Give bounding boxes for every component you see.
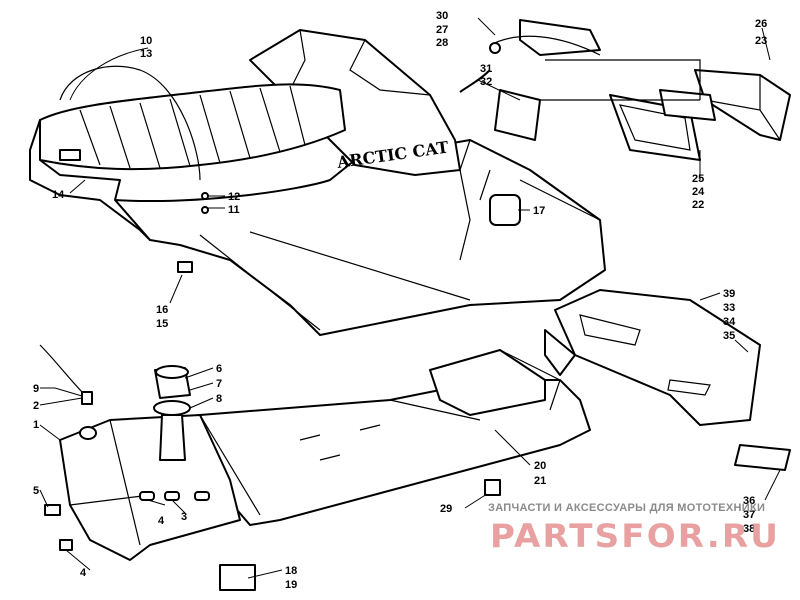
callout-6: 6 <box>216 363 222 375</box>
callout-21: 21 <box>534 475 546 487</box>
callout-8: 8 <box>216 393 222 405</box>
callout-12: 12 <box>228 191 240 203</box>
callout-20: 20 <box>534 460 546 472</box>
callout-15: 15 <box>156 318 168 330</box>
callout-37: 37 <box>743 509 755 521</box>
callout-7: 7 <box>216 378 222 390</box>
callout-10: 10 <box>140 35 152 47</box>
watermark-caption: ЗАПЧАСТИ И АКСЕССУАРЫ ДЛЯ МОТОТЕХНИКИ <box>488 502 766 514</box>
callout-1: 1 <box>33 419 39 431</box>
taillight-assembly <box>459 19 791 161</box>
callout-34: 34 <box>723 316 736 328</box>
callout-13: 13 <box>140 48 152 60</box>
callout-17: 17 <box>533 205 545 217</box>
callout-26: 26 <box>755 18 767 30</box>
callout-33: 33 <box>723 302 735 314</box>
callout-39: 39 <box>723 288 735 300</box>
callout-2: 2 <box>33 400 39 412</box>
callout-4-lower: 4 <box>80 567 87 579</box>
fuel-tank <box>39 344 501 591</box>
callout-19: 19 <box>285 579 297 591</box>
callout-24: 24 <box>692 186 705 198</box>
callout-4-upper: 4 <box>158 515 165 527</box>
callout-27: 27 <box>436 24 448 36</box>
watermark-logo-text: PARTSFOR.RU <box>490 517 780 555</box>
seat-cushion <box>29 65 346 241</box>
callout-23: 23 <box>755 35 767 47</box>
callout-14: 14 <box>52 189 65 201</box>
hood-assembly: ARCTIC CAT <box>114 29 606 336</box>
callout-32: 32 <box>480 76 492 88</box>
callout-29: 29 <box>440 503 452 515</box>
callout-5: 5 <box>33 485 39 497</box>
callout-28: 28 <box>436 37 448 49</box>
callout-38: 38 <box>743 523 755 535</box>
callout-35: 35 <box>723 330 735 342</box>
callout-3: 3 <box>181 511 187 523</box>
callout-22: 22 <box>692 199 704 211</box>
rear-console <box>544 289 791 471</box>
hood-hardware <box>59 149 521 273</box>
watermark-logo: PARTSFOR.RU <box>490 517 780 555</box>
callout-31: 31 <box>480 63 492 75</box>
callout-16: 16 <box>156 304 168 316</box>
callout-18: 18 <box>285 565 297 577</box>
callout-labels: 10 13 12 11 14 17 16 15 30 27 28 31 32 2… <box>33 10 767 591</box>
callout-25: 25 <box>692 173 704 185</box>
callout-30: 30 <box>436 10 448 22</box>
callout-9: 9 <box>33 383 39 395</box>
leader-lines <box>39 17 781 579</box>
callout-36: 36 <box>743 495 755 507</box>
callout-11: 11 <box>228 204 240 216</box>
